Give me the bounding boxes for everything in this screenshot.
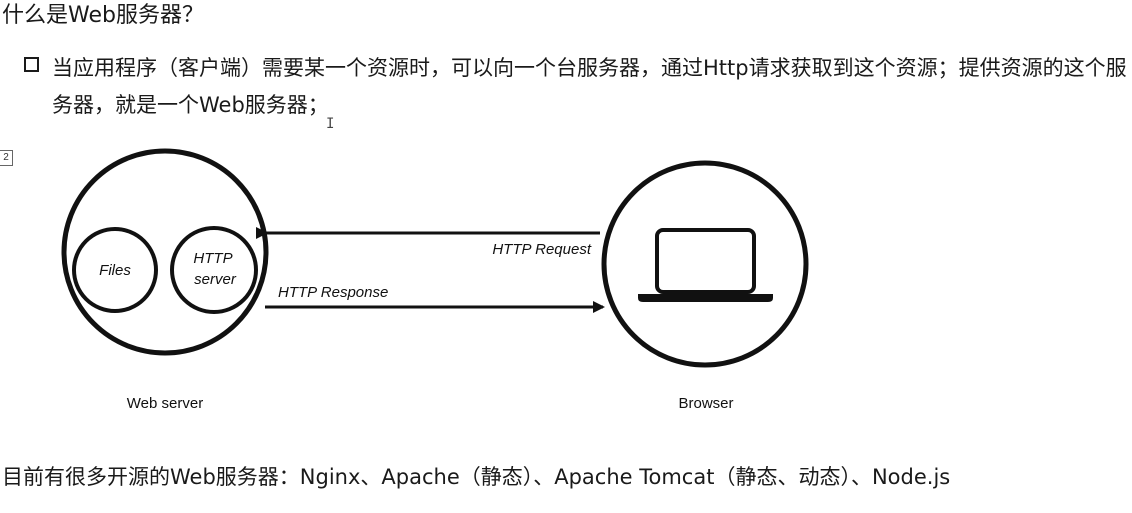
http-server-label-line2: server [194, 271, 237, 288]
browser-circle [601, 160, 809, 368]
text-cursor-icon: I [326, 116, 335, 132]
bullet-text: 当应用程序（客户端）需要某一个资源时，可以向一个台服务器，通过Http请求获取到… [52, 56, 1127, 117]
page-tag: 2 [0, 150, 13, 166]
response-label: HTTP Response [278, 284, 388, 301]
square-bullet-icon [24, 57, 39, 72]
web-server-label: Web server [127, 395, 203, 412]
footer-text: 目前有很多开源的Web服务器：Nginx、Apache（静态）、Apache T… [2, 465, 951, 489]
laptop-icon [638, 228, 773, 302]
files-label: Files [99, 262, 131, 279]
files-circle [72, 227, 158, 313]
web-server-diagram: Files HTTP server Web server HTTP Reques… [61, 148, 809, 412]
http-server-circle [170, 226, 258, 314]
web-server-circle [61, 148, 269, 356]
request-label: HTTP Request [492, 241, 591, 258]
browser-label: Browser [678, 395, 733, 412]
page-title: 什么是Web服务器？ [2, 3, 204, 28]
http-server-label-line1: HTTP [193, 250, 232, 267]
